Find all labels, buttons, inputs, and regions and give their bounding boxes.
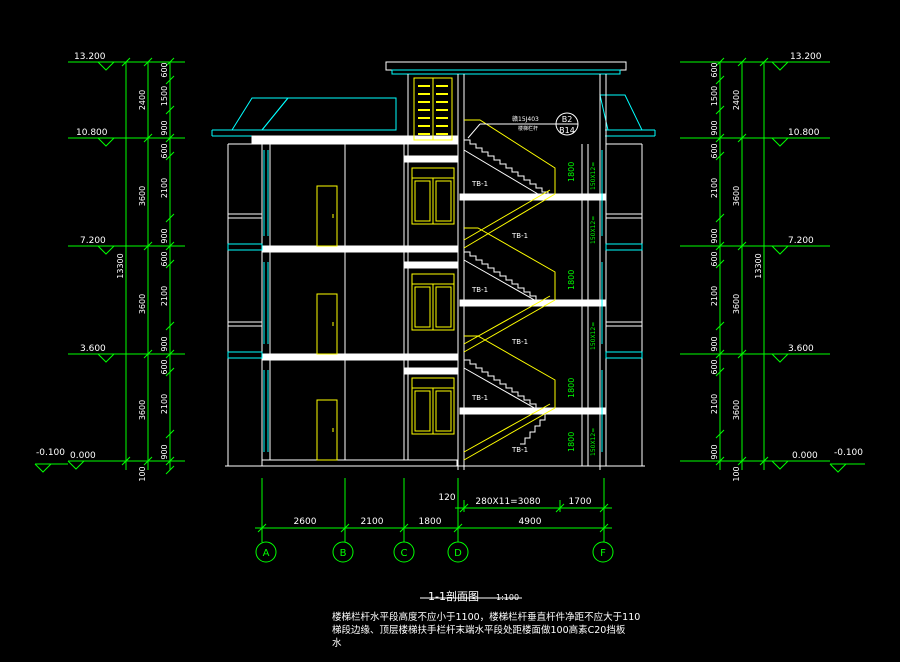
elevation-label: 13.200: [74, 52, 106, 62]
horizontal-dim-text: 2600 2100 1800 280X11=3080 1700 4900 120: [294, 493, 592, 527]
right-dimension-system: [680, 57, 865, 473]
vdim: 2100: [710, 394, 719, 414]
vdim: 3600: [138, 294, 147, 314]
callout-spec: 赣15J403: [512, 115, 539, 123]
vdim: 900: [710, 336, 719, 351]
elevation-label: 0.000: [70, 451, 96, 461]
vdim: 2400: [138, 90, 147, 110]
vdim: 600: [710, 251, 719, 266]
right-elevation-text: 13.200 10.800 7.200 3.600 0.000 -0.100: [788, 52, 863, 461]
stair-sub: 150X12=: [590, 428, 597, 456]
callout-sheet: B14: [559, 126, 575, 135]
vdim-total: 13300: [116, 253, 125, 278]
left-dimension-system: [34, 57, 185, 475]
stair-sub: 150X12=: [590, 322, 597, 350]
vdim: 600: [710, 62, 719, 77]
vdim: 900: [710, 444, 719, 459]
callout-sub: 楼梯栏杆: [518, 125, 538, 132]
elevation-label: 10.800: [76, 128, 108, 138]
elevation-label: 3.600: [788, 344, 814, 354]
landing-dim: 1700: [569, 497, 592, 507]
axis-label-f: F: [600, 548, 606, 559]
vdim: 600: [710, 359, 719, 374]
vdim: 100: [732, 466, 741, 481]
vdim: 3600: [138, 186, 147, 206]
stair-label: TB-1: [471, 286, 488, 294]
vdim: 600: [710, 143, 719, 158]
vdim: 2100: [710, 178, 719, 198]
bay-dim: 2100: [361, 517, 384, 527]
axis-label-c: C: [401, 548, 408, 559]
elevation-label: 7.200: [788, 236, 814, 246]
axis-label-d: D: [454, 548, 462, 559]
drawing-scale: 1:100: [496, 593, 520, 602]
vdim: 1500: [160, 86, 169, 106]
detail-callout: B2 B14 赣15J403 楼梯栏杆: [467, 112, 579, 139]
stair-dim: 1800: [567, 162, 576, 182]
stair-sub: 150X12=: [590, 216, 597, 244]
vdim: 600: [160, 143, 169, 158]
vdim: 100: [138, 466, 147, 481]
stair-dimensions: 1800 1800 1800 1800 150X12= 150X12= 150X…: [567, 162, 597, 456]
vdim: 900: [160, 336, 169, 351]
vdim: 900: [160, 444, 169, 459]
axis-label-b: B: [340, 548, 347, 559]
stair-dim: 1800: [567, 270, 576, 290]
vdim: 3600: [732, 400, 741, 420]
vdim: 1500: [710, 86, 719, 106]
stair-dim: 1800: [567, 378, 576, 398]
elevation-label: -0.100: [834, 448, 863, 458]
stair-label: TB-1: [471, 180, 488, 188]
bay-dim: 1800: [419, 517, 442, 527]
bay-dim: 2600: [294, 517, 317, 527]
axis-label-a: A: [263, 548, 270, 559]
elevation-label: 10.800: [788, 128, 820, 138]
vdim: 2400: [732, 90, 741, 110]
stair-dim: 1800: [567, 432, 576, 452]
vdim: 900: [160, 228, 169, 243]
stair-sub: 150X12=: [590, 162, 597, 190]
horizontal-dimensions: [255, 478, 614, 563]
stair-run-dim: 280X11=3080: [475, 497, 541, 507]
vdim: 900: [710, 120, 719, 135]
stair-labels: TB-1 TB-1 TB-1 TB-1 TB-1 TB-1: [471, 180, 528, 454]
stair-flights: [463, 119, 589, 466]
stair-total-dim: 4900: [519, 517, 542, 527]
elevation-label: 13.200: [790, 52, 822, 62]
vdim: 2100: [160, 394, 169, 414]
vdim: 3600: [138, 400, 147, 420]
vdim: 2100: [710, 286, 719, 306]
elevation-label: 7.200: [80, 236, 106, 246]
stair-label: TB-1: [471, 394, 488, 402]
vdim: 600: [160, 359, 169, 374]
elevation-label: 3.600: [80, 344, 106, 354]
vdim-total: 13300: [754, 253, 763, 278]
offset-dim: 120: [438, 493, 455, 503]
vdim: 600: [160, 62, 169, 77]
axis-labels: A B C D F: [263, 548, 607, 559]
left-elevation-text: 13.200 10.800 7.200 3.600 0.000 -0.100: [36, 52, 108, 461]
right-vertical-dim-text: 600 1500 2400 900 600 2100 3600 900 600 …: [710, 62, 763, 481]
vdim: 900: [710, 228, 719, 243]
drawing-title: 1-1剖面图: [428, 590, 479, 603]
callout-ref: B2: [562, 115, 573, 124]
vdim: 2100: [160, 178, 169, 198]
vdim: 900: [160, 120, 169, 135]
stair-label: TB-1: [511, 446, 528, 454]
building-outline: [211, 61, 656, 470]
elevation-label: -0.100: [36, 448, 65, 458]
vdim: 3600: [732, 294, 741, 314]
stair-label: TB-1: [511, 338, 528, 346]
vdim: 600: [160, 251, 169, 266]
stair-label: TB-1: [511, 232, 528, 240]
vdim: 3600: [732, 186, 741, 206]
vdim: 2100: [160, 286, 169, 306]
elevation-label: 0.000: [792, 451, 818, 461]
design-note: 楼梯栏杆水平段高度不应小于1100，楼梯栏杆垂直杆件净距不应大于110 梯段边缘…: [332, 612, 641, 649]
doors-windows: [316, 77, 455, 461]
left-vertical-dim-text: 600 1500 2400 900 600 2100 3600 900 600 …: [116, 62, 169, 481]
